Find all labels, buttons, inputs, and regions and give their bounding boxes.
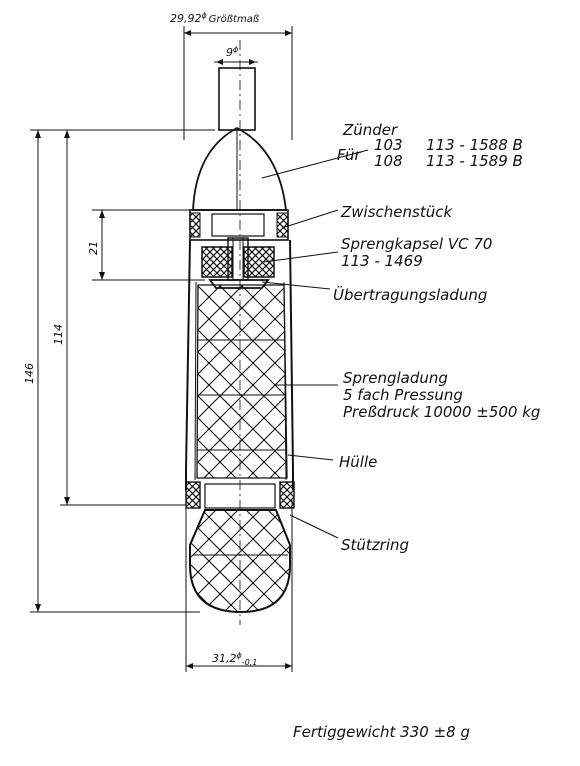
fuze-nose-diameter-label: 9ϕ [226, 45, 239, 59]
label-pressung: 5 fach Pressung [343, 386, 463, 404]
label-sprengladung: Sprengladung [343, 369, 448, 387]
length-21-label: 21 [87, 241, 100, 255]
label-zwischenstueck: Zwischenstück [340, 203, 453, 221]
label-huelle: Hülle [339, 453, 377, 471]
label-sprengkapsel: Sprengkapsel VC 70 [341, 235, 492, 253]
length-114-label: 114 [52, 324, 65, 345]
main-charge [196, 284, 288, 479]
label-variant-1-part: 113 - 1588 B [426, 136, 523, 154]
label-stuetzring: Stützring [341, 536, 409, 554]
leader-lines [261, 149, 369, 539]
intermediate-piece [189, 209, 289, 241]
label-variant-2-part: 113 - 1589 B [426, 152, 523, 170]
label-variant-1-code: 103 [374, 136, 403, 154]
label-uebertragungsladung: Übertragungsladung [333, 285, 487, 304]
label-pressdruck: Preßdruck 10000 ±500 kg [343, 403, 540, 421]
label-variant-2-code: 108 [374, 152, 403, 170]
length-21-dimension: 21 [87, 209, 205, 281]
detonator [201, 237, 275, 281]
label-weight: Fertiggewicht 330 ±8 g [293, 723, 470, 741]
length-146-label: 146 [23, 363, 36, 384]
bottom-diameter-dimension: 31,2ϕ-0,1 [185, 500, 293, 672]
label-fuer: Für [337, 146, 362, 164]
length-146-dimension: 146 [23, 129, 215, 613]
label-sprengkapsel-part: 113 - 1469 [341, 252, 423, 270]
label-zuender: Zünder [342, 121, 398, 139]
length-114-dimension: 114 [52, 130, 186, 506]
fuze-nose-dimension: 9ϕ [214, 45, 258, 65]
fuze-body [192, 67, 288, 211]
bottom-diameter-label: 31,2ϕ-0,1 [212, 651, 257, 667]
